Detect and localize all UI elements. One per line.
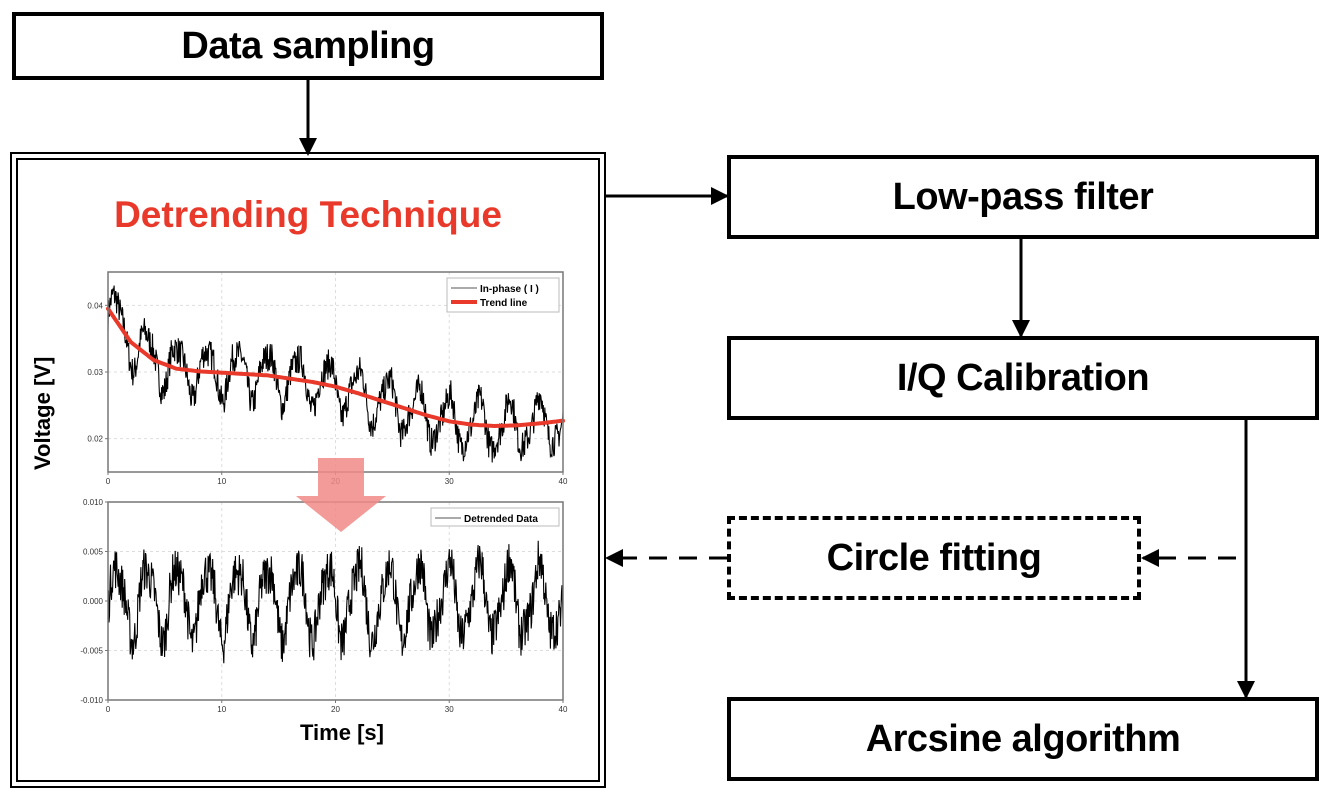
detrending-technique-node: Detrending Technique bbox=[10, 152, 606, 788]
detrending-title: Detrending Technique bbox=[114, 194, 502, 235]
y-tick-label: -0.005 bbox=[80, 647, 103, 656]
legend-label: Trend line bbox=[480, 298, 528, 309]
detrending-inner-frame bbox=[16, 158, 600, 782]
legend-box bbox=[446, 277, 560, 313]
y-tick-label: 0.02 bbox=[87, 435, 103, 444]
y-tick-label: 0.04 bbox=[87, 301, 103, 310]
x-tick-label: 10 bbox=[217, 705, 226, 714]
x-tick-label: 40 bbox=[559, 477, 568, 486]
low-pass-filter-node: Low-pass filter bbox=[727, 155, 1319, 239]
circle-fitting-node: Circle fitting bbox=[727, 516, 1141, 600]
down-arrow-icon bbox=[296, 458, 386, 532]
iq-calibration-label: I/Q Calibration bbox=[896, 356, 1150, 399]
x-tick-label: 40 bbox=[559, 705, 568, 714]
arcsine-algorithm-label: Arcsine algorithm bbox=[865, 717, 1181, 760]
y-tick-label: 0.000 bbox=[83, 597, 104, 606]
data-sampling-node: Data sampling bbox=[12, 12, 604, 80]
x-tick-label: 30 bbox=[445, 705, 454, 714]
legend-box bbox=[430, 507, 560, 527]
arcsine-algorithm-node: Arcsine algorithm bbox=[727, 697, 1319, 781]
legend-label: Detrended Data bbox=[464, 514, 538, 525]
iq-calibration-node: I/Q Calibration bbox=[727, 336, 1319, 420]
y-tick-label: 0.005 bbox=[83, 548, 104, 557]
x-tick-label: 10 bbox=[217, 477, 226, 486]
y-tick-label: -0.010 bbox=[80, 696, 103, 705]
x-axis-label: Time [s] bbox=[300, 720, 384, 745]
legend-label: In-phase ( I ) bbox=[480, 284, 539, 295]
trend-line bbox=[106, 306, 565, 429]
circle-fitting-label: Circle fitting bbox=[826, 536, 1042, 579]
x-tick-label: 0 bbox=[106, 705, 111, 714]
signal-line bbox=[107, 540, 564, 664]
x-tick-label: 20 bbox=[331, 705, 340, 714]
x-tick-label: 0 bbox=[106, 477, 111, 486]
x-tick-label: 30 bbox=[445, 477, 454, 486]
y-tick-label: 0.010 bbox=[83, 498, 104, 507]
data-sampling-label: Data sampling bbox=[181, 24, 435, 67]
y-tick-label: 0.03 bbox=[87, 368, 103, 377]
low-pass-filter-label: Low-pass filter bbox=[892, 175, 1154, 218]
chart-detrended: 0 10 20 30 40 -0.010 -0.005 0.000 0.005 0.010Detr… bbox=[80, 498, 568, 714]
